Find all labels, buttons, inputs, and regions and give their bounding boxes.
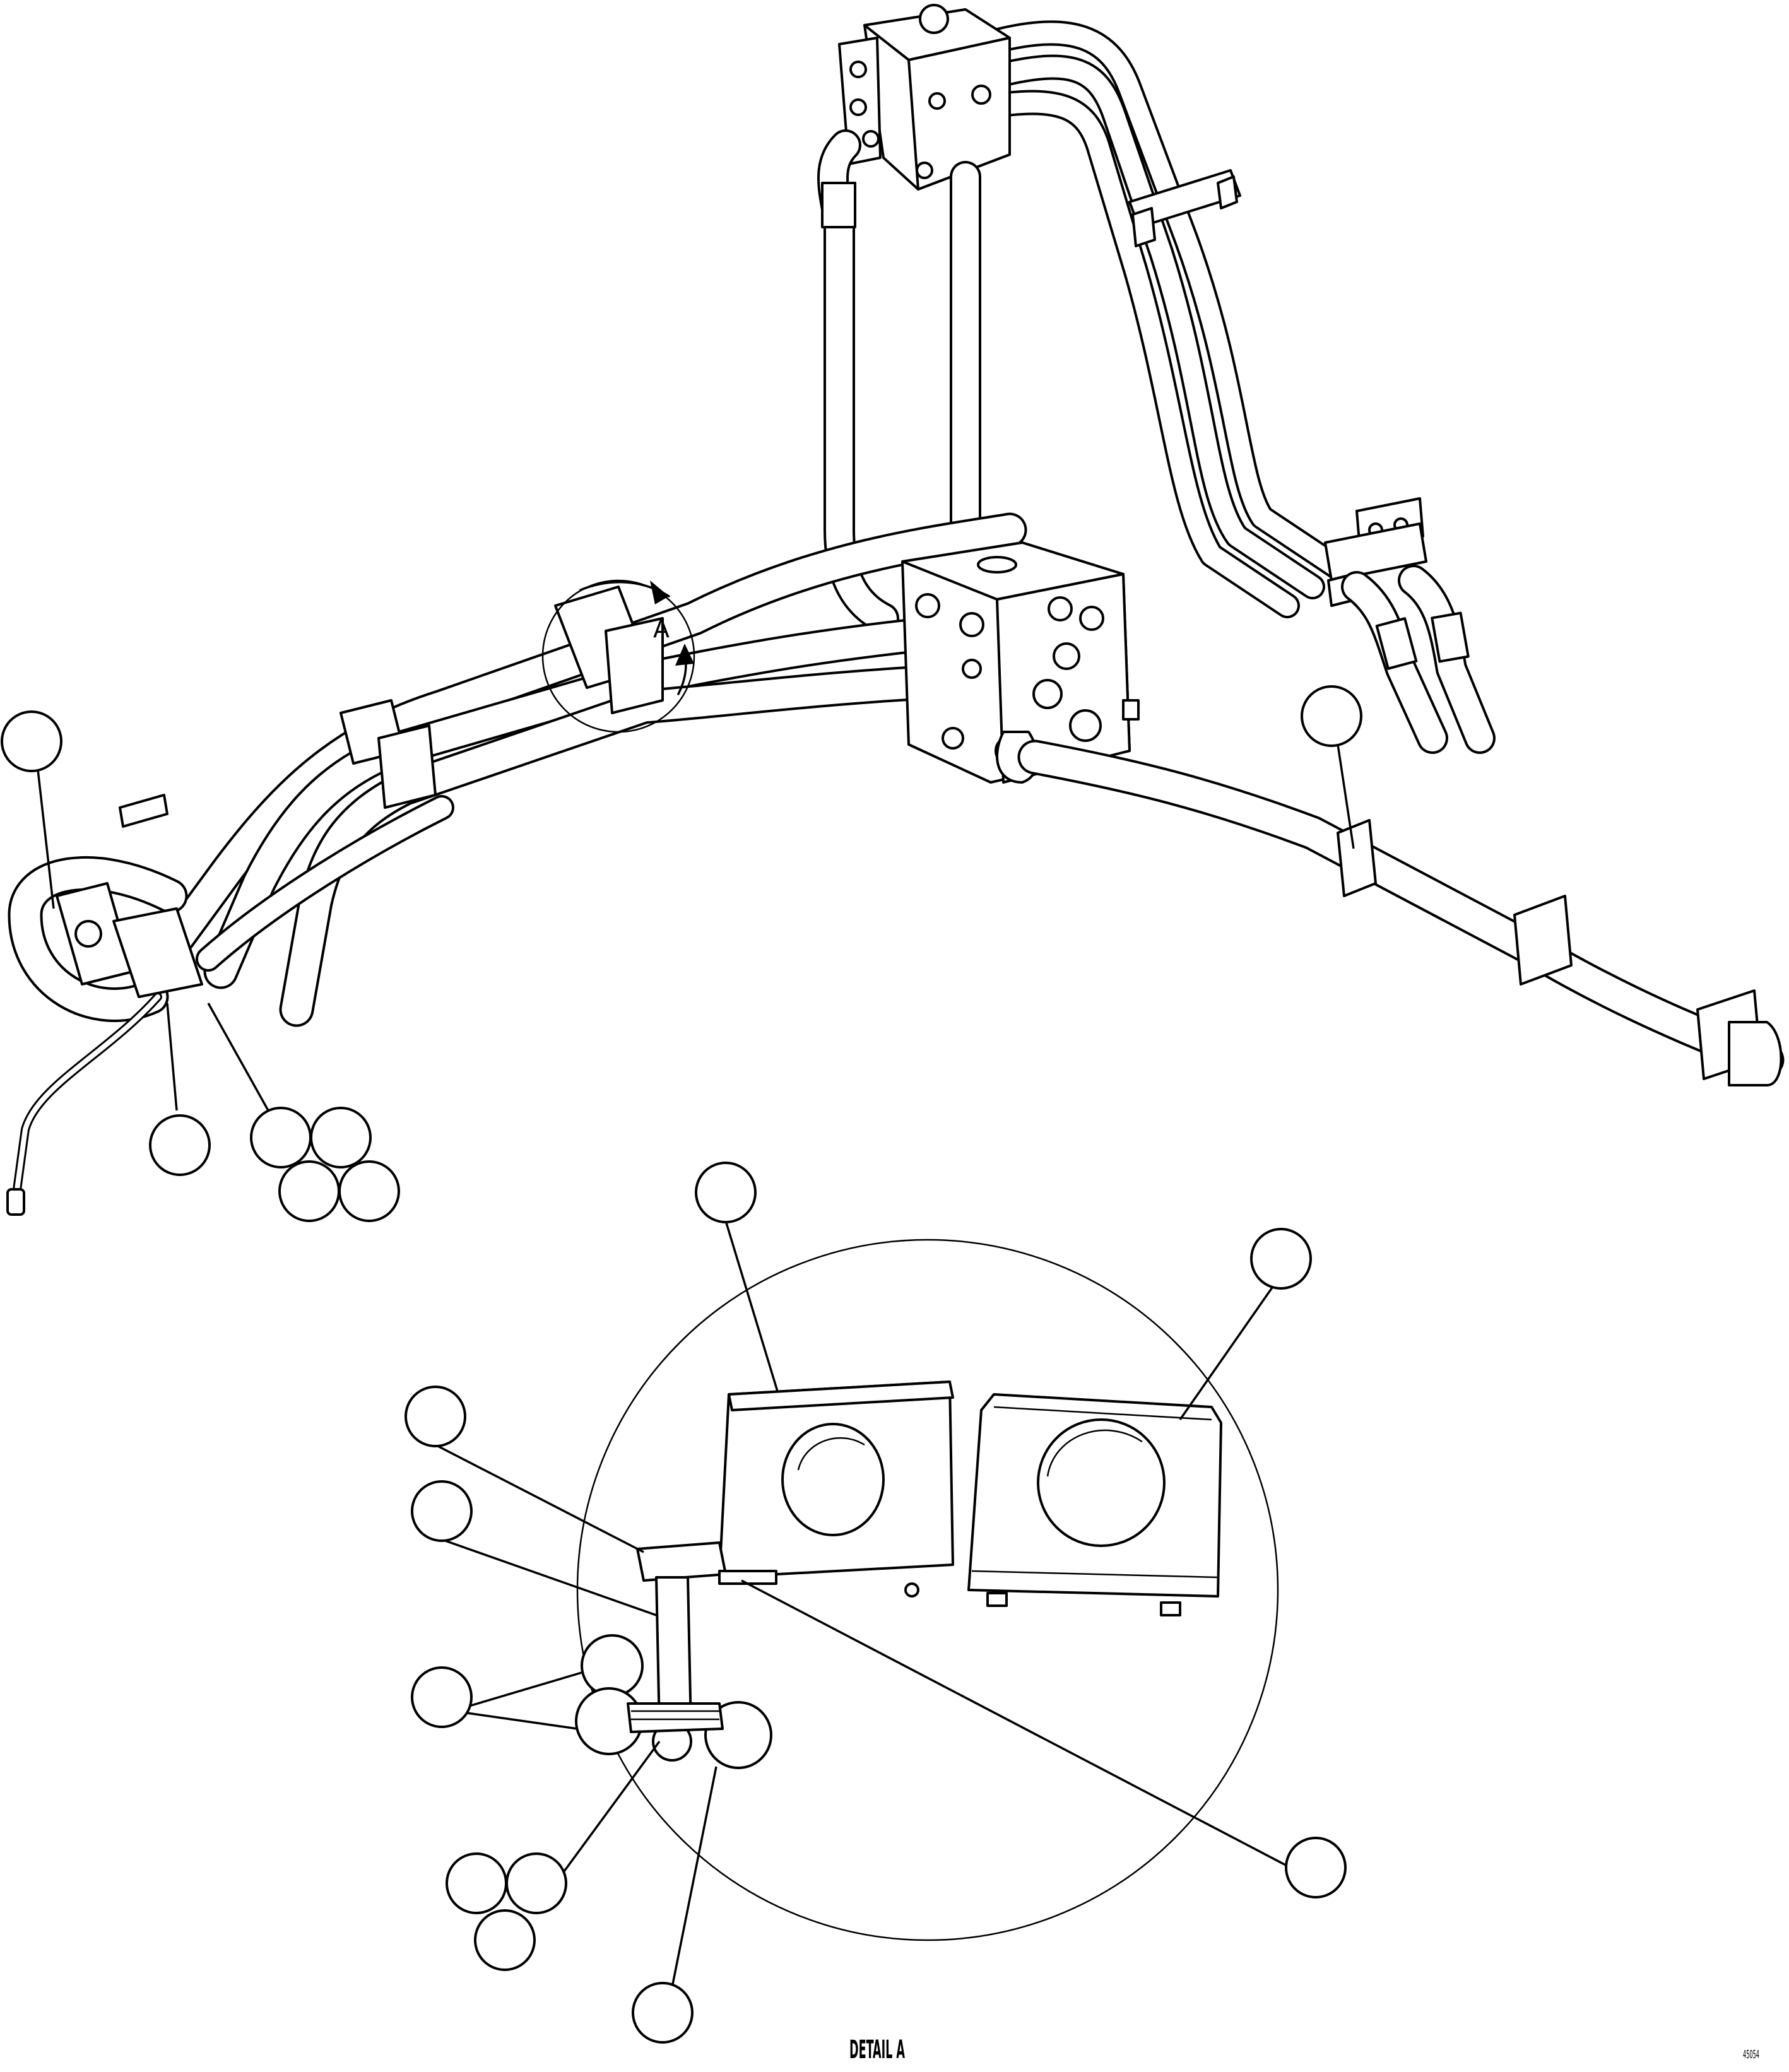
detail-caption: DETAIL A: [849, 2035, 905, 2064]
balloon: [1, 710, 62, 772]
balloon: [278, 1160, 340, 1222]
detail-clamp-left: [718, 1380, 954, 1598]
right-hose-run: [1017, 739, 1785, 1086]
front-hose-loop: [6, 794, 203, 1216]
tube-end-clamp: [1324, 497, 1427, 607]
detail-callouts: [404, 1162, 1347, 2044]
upper-tube-clamp: [1128, 169, 1241, 247]
main-assembly: A: [6, 4, 1785, 1216]
balloon: [1250, 1228, 1312, 1290]
balloon: [338, 1160, 400, 1222]
balloon: [250, 1107, 312, 1168]
balloon: [404, 1386, 466, 1447]
detail-clamp-right: [967, 1393, 1222, 1616]
drop-hoses: [1341, 565, 1496, 754]
balloon: [632, 1982, 694, 2044]
detail-clover-clamp: [575, 1634, 772, 1769]
balloon: [446, 1852, 507, 1914]
balloon: [411, 1480, 473, 1542]
lower-manifold-block: [901, 541, 1140, 784]
detail-mount-stud: [636, 1541, 777, 1730]
balloon: [474, 1909, 536, 1971]
detail-boundary: [576, 1239, 1279, 1941]
balloon: [310, 1107, 372, 1168]
balloon: [1301, 685, 1362, 747]
upper-callouts: [1, 685, 1362, 1222]
bundle-clamps: [339, 586, 664, 809]
view-marker: A: [653, 615, 670, 643]
balloon: [505, 1852, 567, 1914]
balloon: [411, 1666, 473, 1728]
upper-tube-run: [972, 20, 1350, 618]
balloon: [149, 1114, 211, 1176]
detail-a-view: [575, 1239, 1279, 1941]
front-hose-bundle: [140, 512, 1027, 1027]
top-valve-block: [838, 4, 1011, 191]
balloon: [695, 1162, 757, 1223]
view-a-callout: A: [541, 579, 695, 733]
balloon: [1285, 1837, 1347, 1898]
drawing-number: 45054: [1743, 2048, 1759, 2061]
